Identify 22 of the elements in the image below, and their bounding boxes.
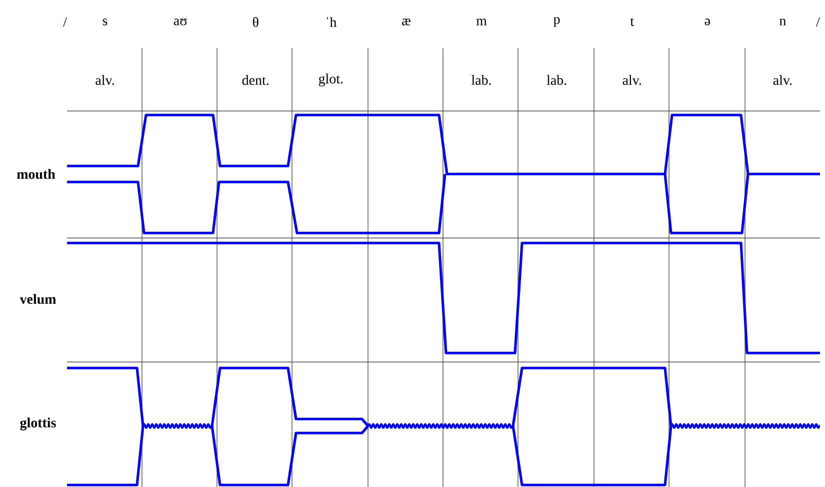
phoneme-symbol: n (780, 18, 786, 26)
place-label: lab. (546, 75, 566, 85)
row-label: velum (20, 294, 56, 304)
phoneme-symbol: ˈh (327, 17, 337, 27)
place-label: lab. (472, 75, 491, 85)
place-label: dent. (242, 75, 268, 85)
phoneme-symbol: aʊ (174, 18, 187, 26)
phoneme-symbol: m (476, 18, 487, 26)
phoneme-symbol: ə (704, 18, 710, 26)
place-label: alv. (773, 75, 792, 85)
slash-mark: / (816, 17, 820, 27)
place-label: alv. (622, 75, 641, 85)
phoneme-symbol: s (102, 18, 108, 26)
slash-mark: / (63, 17, 67, 27)
place-label: glot. (318, 74, 343, 86)
row-label: mouth (17, 169, 56, 179)
phoneme-symbol: æ (402, 18, 410, 26)
phoneme-symbol: t (630, 18, 634, 26)
place-label: alv. (96, 75, 114, 85)
phoneme-symbol: p (554, 17, 560, 27)
phoneme-symbol: θ (252, 17, 258, 27)
row-label: glottis (20, 418, 56, 430)
